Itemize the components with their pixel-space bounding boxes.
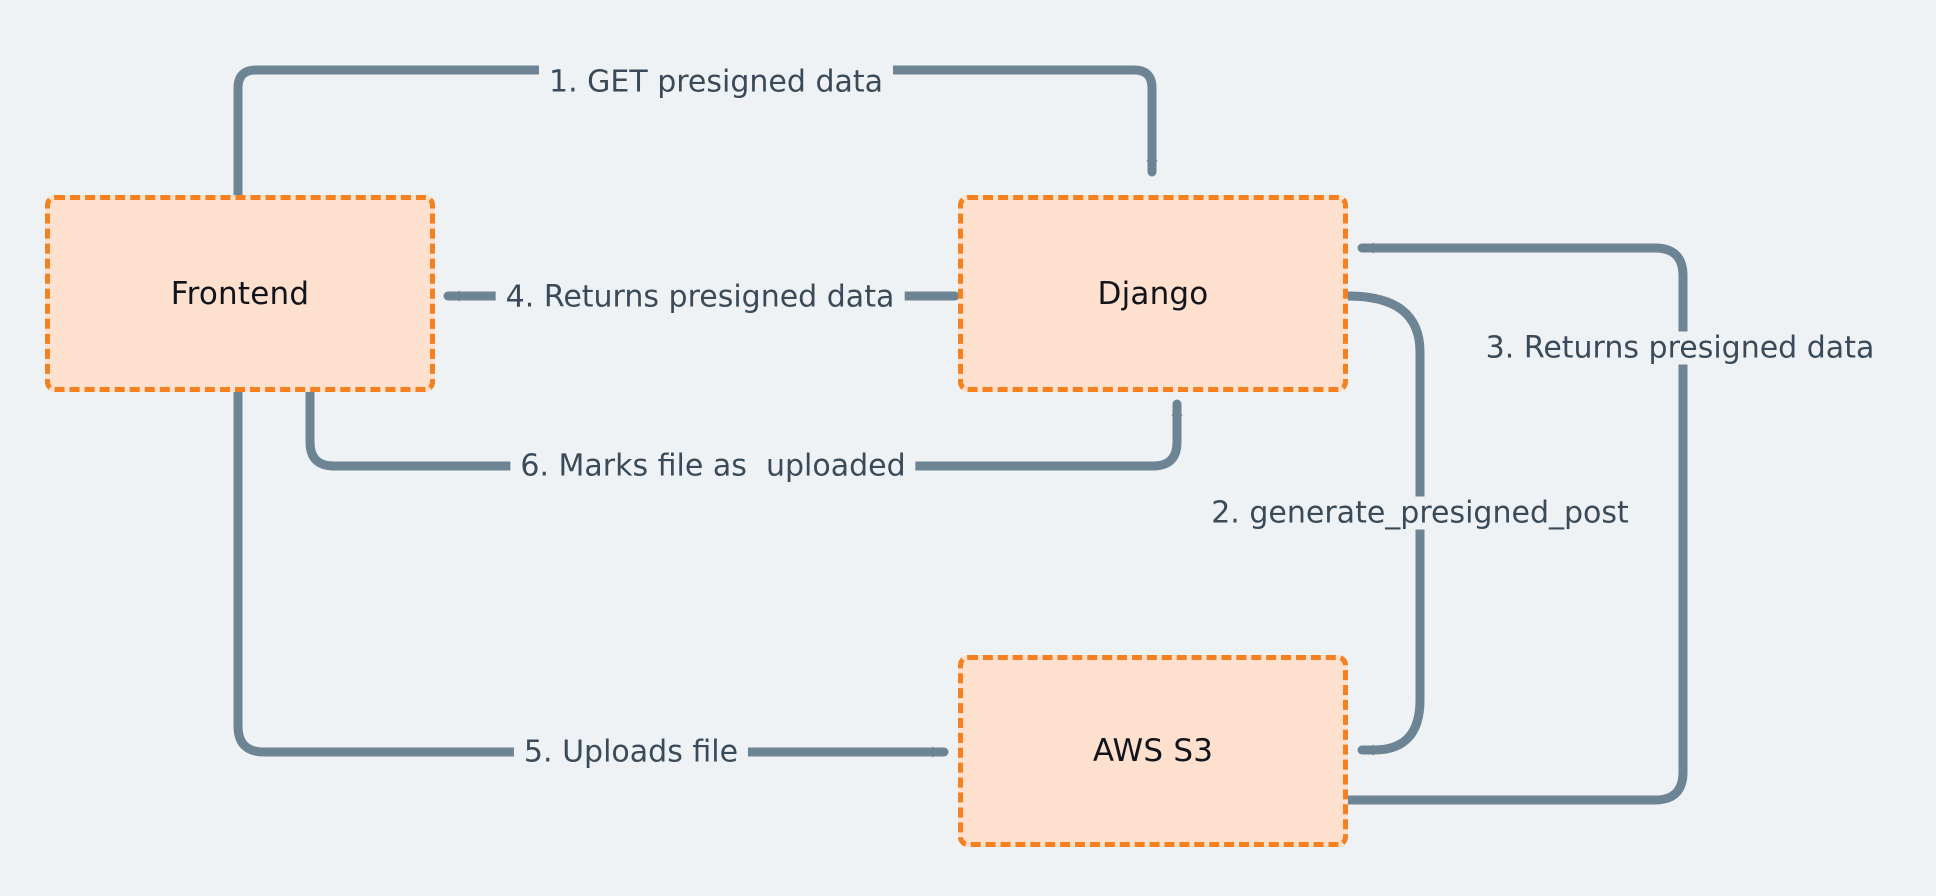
node-aws-s3[interactable]: AWS S3: [958, 655, 1348, 847]
edge-label-6: 6. Marks file as uploaded: [510, 449, 916, 483]
node-django-label: Django: [1097, 275, 1209, 312]
node-frontend-label: Frontend: [170, 275, 310, 312]
edge-label-4: 4. Returns presigned data: [495, 280, 905, 314]
edge-5-uploads-file: [233, 387, 949, 758]
edge-label-3: 3. Returns presigned data: [1475, 331, 1885, 365]
edge-label-1: 1. GET presigned data: [538, 65, 894, 99]
node-aws-s3-label: AWS S3: [1092, 733, 1214, 769]
edge-3-returns-presigned-data: [1343, 242, 1688, 805]
node-django[interactable]: Django: [958, 195, 1348, 392]
edge-label-2: 2. generate_presigned_post: [1201, 496, 1639, 530]
edge-label-5: 5. Uploads file: [513, 735, 749, 769]
node-frontend[interactable]: Frontend: [45, 195, 435, 392]
